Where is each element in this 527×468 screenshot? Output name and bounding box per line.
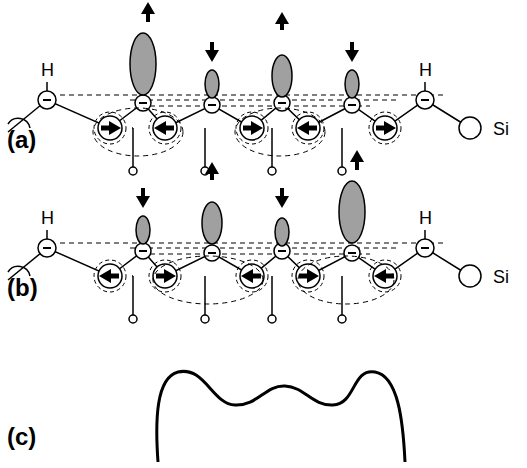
- panel-label: (a): [7, 128, 36, 152]
- panel-label: (c): [7, 425, 36, 449]
- panel-label: (b): [7, 276, 38, 300]
- atom-label: Si: [493, 268, 509, 286]
- atom-label: H: [419, 61, 432, 79]
- atom-label: Si: [493, 120, 509, 138]
- atom-label: H: [419, 209, 432, 227]
- atom-label: H: [41, 209, 54, 227]
- atom-label: H: [41, 61, 54, 79]
